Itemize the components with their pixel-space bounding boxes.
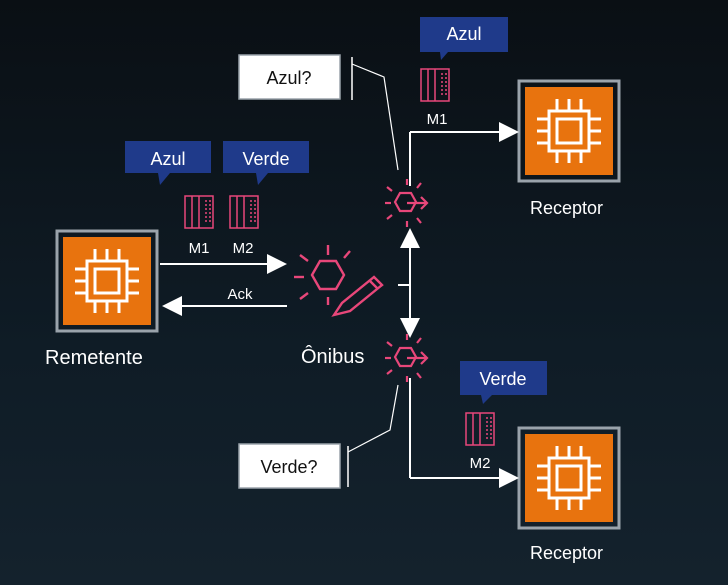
message-m2-label: M2 <box>233 240 254 257</box>
event-bus-icon <box>294 245 384 317</box>
message-m2-icon <box>229 195 259 229</box>
message-m1-icon <box>184 195 214 229</box>
message-m2-delivered-icon <box>465 412 495 446</box>
message-m2-delivered-label: M2 <box>470 455 491 472</box>
tag-verde-delivered: Verde <box>460 361 547 404</box>
message-m1-delivered-icon <box>420 68 450 102</box>
sender-label: Remetente <box>45 347 143 369</box>
receiver-top-label: Receptor <box>530 198 604 218</box>
sender-processor-icon <box>55 229 159 333</box>
receiver-processor-icon <box>517 426 621 530</box>
svg-text:Verde?: Verde? <box>260 457 317 477</box>
svg-text:Azul: Azul <box>150 149 185 169</box>
tag-azul-delivered: Azul <box>420 17 508 60</box>
tag-verde-sent: Verde <box>223 141 309 185</box>
bottom-rule-router-icon <box>383 332 429 384</box>
receiver-bottom-label: Receptor <box>530 543 604 563</box>
tag-azul-sent: Azul <box>125 141 211 185</box>
svg-text:Azul: Azul <box>446 24 481 44</box>
top-rule-router-icon <box>383 177 429 229</box>
message-m1-delivered-label: M1 <box>427 111 448 128</box>
ack-label: Ack <box>227 286 253 303</box>
svg-text:Verde: Verde <box>479 369 526 389</box>
svg-text:Azul?: Azul? <box>266 68 311 88</box>
message-m1-label: M1 <box>189 240 210 257</box>
receiver-processor-icon <box>517 79 621 183</box>
filter-query-azul: Azul? <box>238 54 399 171</box>
filter-query-verde: Verde? <box>238 384 399 489</box>
svg-text:Verde: Verde <box>242 149 289 169</box>
bus-label: Ônibus <box>301 346 365 368</box>
